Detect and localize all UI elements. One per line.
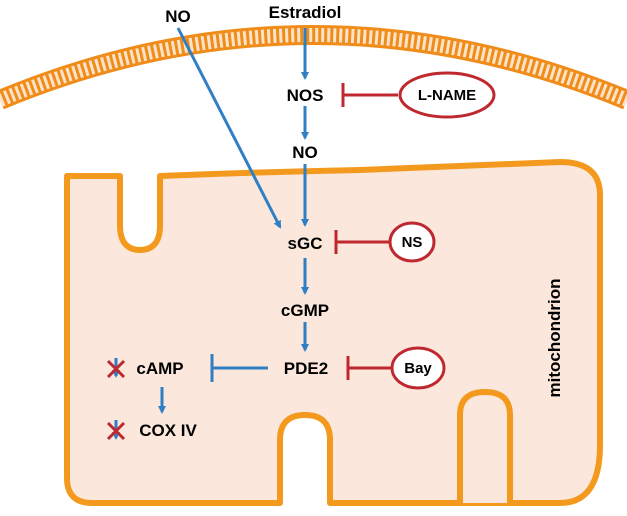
pathway-arrows xyxy=(158,27,309,414)
cell-membrane xyxy=(0,25,627,110)
l-name-label: L-NAME xyxy=(418,87,476,104)
cgmp-label: cGMP xyxy=(281,301,329,320)
estradiol-label: Estradiol xyxy=(269,3,342,22)
inhibitor-bay: Bay xyxy=(390,346,446,390)
inhibitor-connectors xyxy=(334,83,398,380)
no-outside-label: NO xyxy=(165,7,191,26)
cox4-decrease-icon xyxy=(106,420,126,441)
mitochondrion-label: mitochondrion xyxy=(545,279,564,398)
nos-label: NOS xyxy=(287,86,324,105)
mitochondrion xyxy=(64,159,603,506)
bay-label: Bay xyxy=(404,360,432,377)
no-inside-label: NO xyxy=(292,143,318,162)
camp-decrease-icon xyxy=(106,358,126,379)
cox4-label: COX IV xyxy=(139,421,197,440)
ns-label: NS xyxy=(402,234,423,251)
arrow-outside-no-to-sgc xyxy=(176,27,282,229)
pde2-label: PDE2 xyxy=(284,359,328,378)
inhibitor-l-name: L-NAME xyxy=(398,71,496,119)
camp-label: cAMP xyxy=(136,359,183,378)
sgc-label: sGC xyxy=(288,234,323,253)
decrease-markers xyxy=(106,358,126,441)
inhibitor-ns: NS xyxy=(388,221,436,263)
